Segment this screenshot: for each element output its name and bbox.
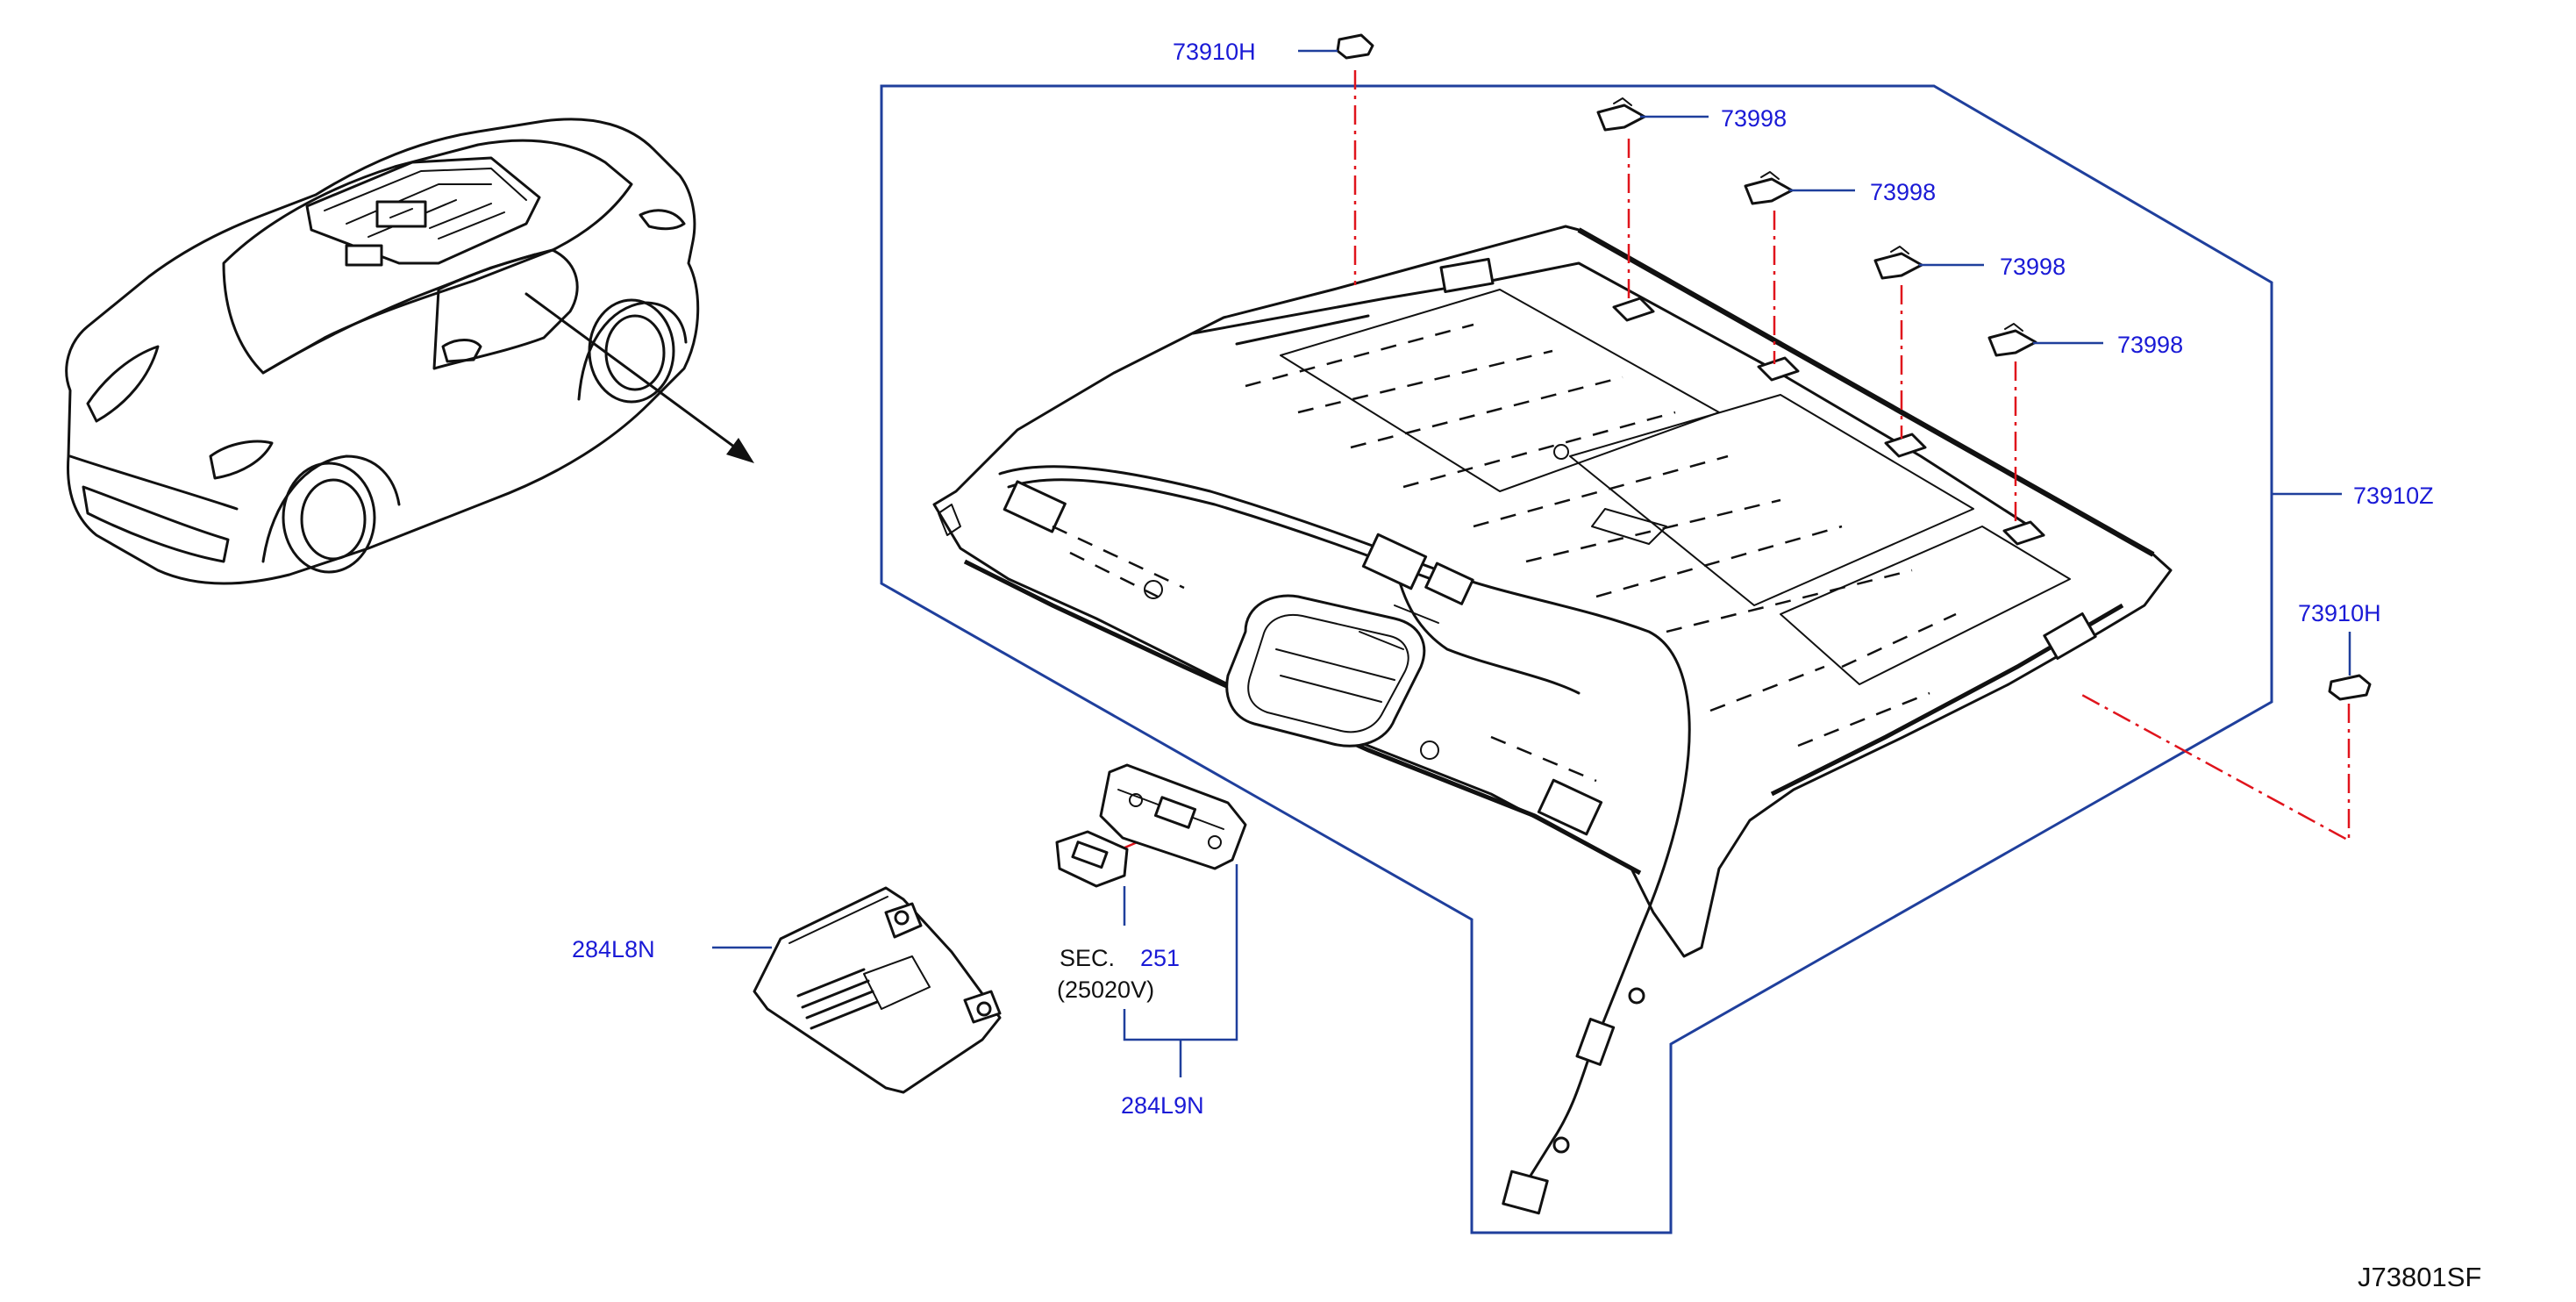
map-lamp-cover-284l8n [753,886,1002,1094]
label-73910z: 73910Z [2353,483,2434,509]
clip-73998-4 [1987,323,2037,357]
clip-73910h-top [1336,33,1374,60]
headlining-assembly-group-outline [880,84,2273,1234]
label-284l8n: 284L8N [572,936,655,962]
label-25020v: (25020V) [1057,976,1154,1003]
diagram-reference-code: J73801SF [2358,1262,2481,1292]
label-sec-prefix: SEC. [1060,945,1115,971]
label-73998-1: 73998 [1721,105,1787,132]
headlining-panel [932,225,2173,1215]
map-lamp-housing [1099,763,1247,870]
seated-clips [1612,297,2045,546]
clip-73910h-right [2328,674,2372,701]
clip-73998-2 [1744,171,1794,205]
callout-leaders [712,49,2351,1077]
label-284l9n: 284L9N [1121,1092,1204,1119]
label-73998-2: 73998 [1870,179,1936,205]
map-lamp-switch-25020v [1055,830,1129,888]
label-73910h-right: 73910H [2298,600,2381,626]
label-73998-4: 73998 [2117,332,2183,358]
label-73910h-top: 73910H [1173,39,1256,65]
clip-73998-3 [1873,246,1923,280]
label-73998-3: 73998 [2000,254,2066,280]
vehicle-overview-illustration [65,118,754,585]
clip-73998-1 [1596,97,1646,132]
label-sec-number: 251 [1140,945,1180,971]
